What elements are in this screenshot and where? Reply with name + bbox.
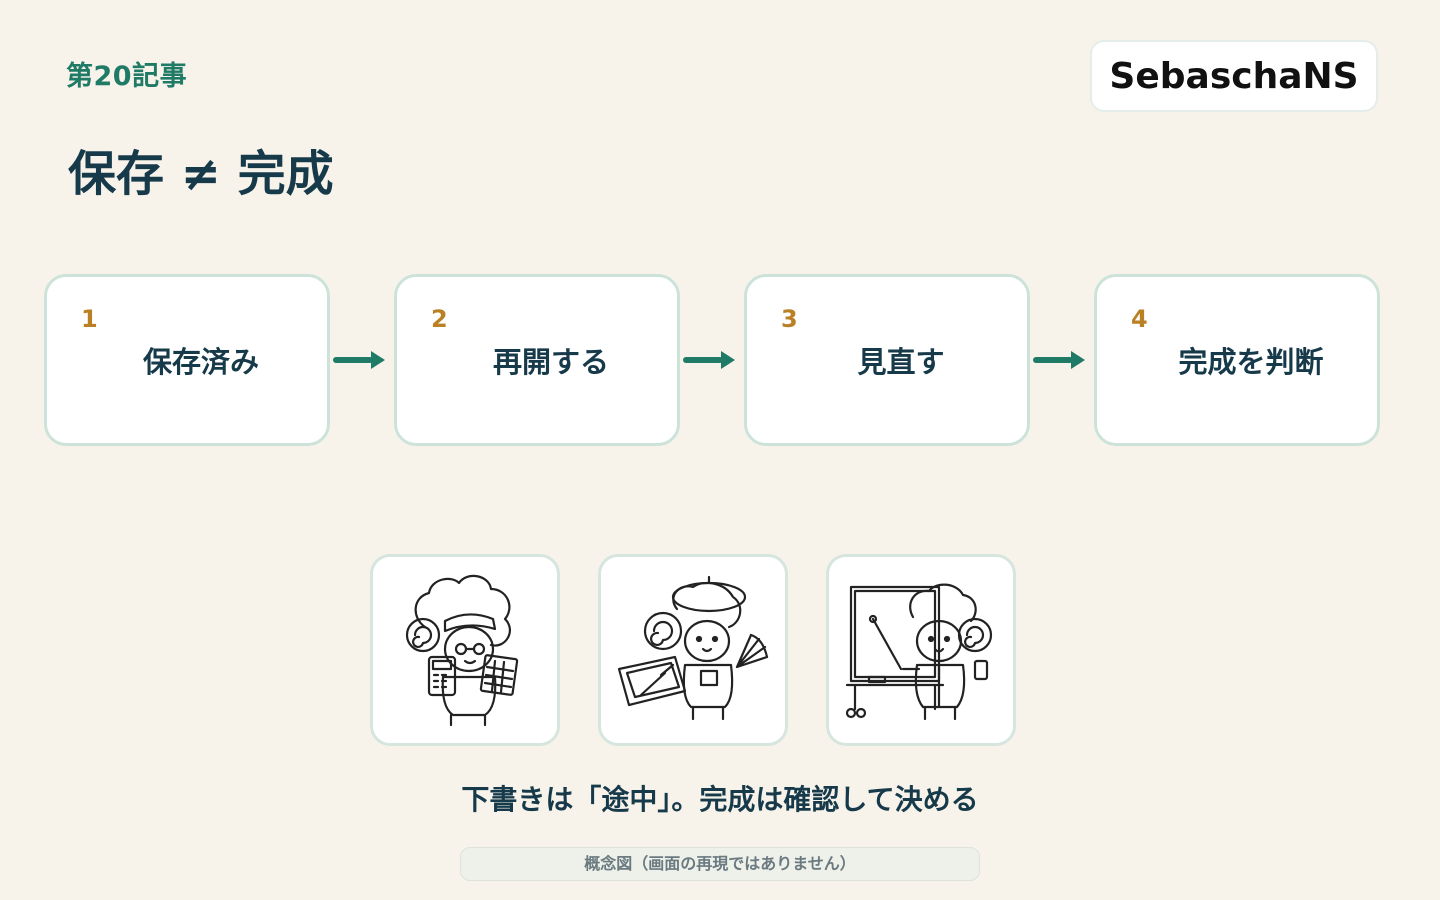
caption-text: 下書きは「途中」。完成は確認して決める — [461, 783, 979, 816]
step-card-4: 4 完成を判断 — [1094, 274, 1380, 446]
process-flow: 1 保存済み 2 再開する 3 見直す 4 完成を判断 — [44, 274, 1381, 446]
step-label: 見直す — [857, 345, 945, 379]
illustration-card-2 — [598, 554, 788, 746]
step-label: 保存済み — [142, 345, 259, 379]
step-number: 4 — [1131, 305, 1148, 333]
step-card-2: 2 再開する — [394, 274, 680, 446]
arrow-right-icon — [683, 351, 735, 369]
step-card-1: 1 保存済み — [44, 274, 330, 446]
sheep-calculator-icon — [405, 574, 519, 727]
sheep-whiteboard-teacher-icon — [845, 583, 993, 721]
illustration-card-3 — [826, 554, 1016, 746]
step-label: 再開する — [492, 345, 609, 379]
illustration-card-1 — [370, 554, 560, 746]
step-card-3: 3 見直す — [744, 274, 1030, 446]
disclaimer-note: 概念図（画面の再現ではありません） — [460, 847, 980, 881]
arrow-right-icon — [333, 351, 385, 369]
sheep-tablet-artist-icon — [617, 575, 769, 721]
step-number: 1 — [81, 305, 98, 333]
brand-logo: SebaschaNS — [1090, 40, 1378, 112]
page-title: 保存 ≠ 完成 — [68, 146, 334, 202]
step-number: 3 — [781, 305, 798, 333]
arrow-right-icon — [1033, 351, 1085, 369]
illustration-row — [370, 554, 1018, 746]
article-tag: 第20記事 — [66, 61, 188, 92]
step-label: 完成を判断 — [1178, 345, 1324, 379]
step-number: 2 — [431, 305, 448, 333]
